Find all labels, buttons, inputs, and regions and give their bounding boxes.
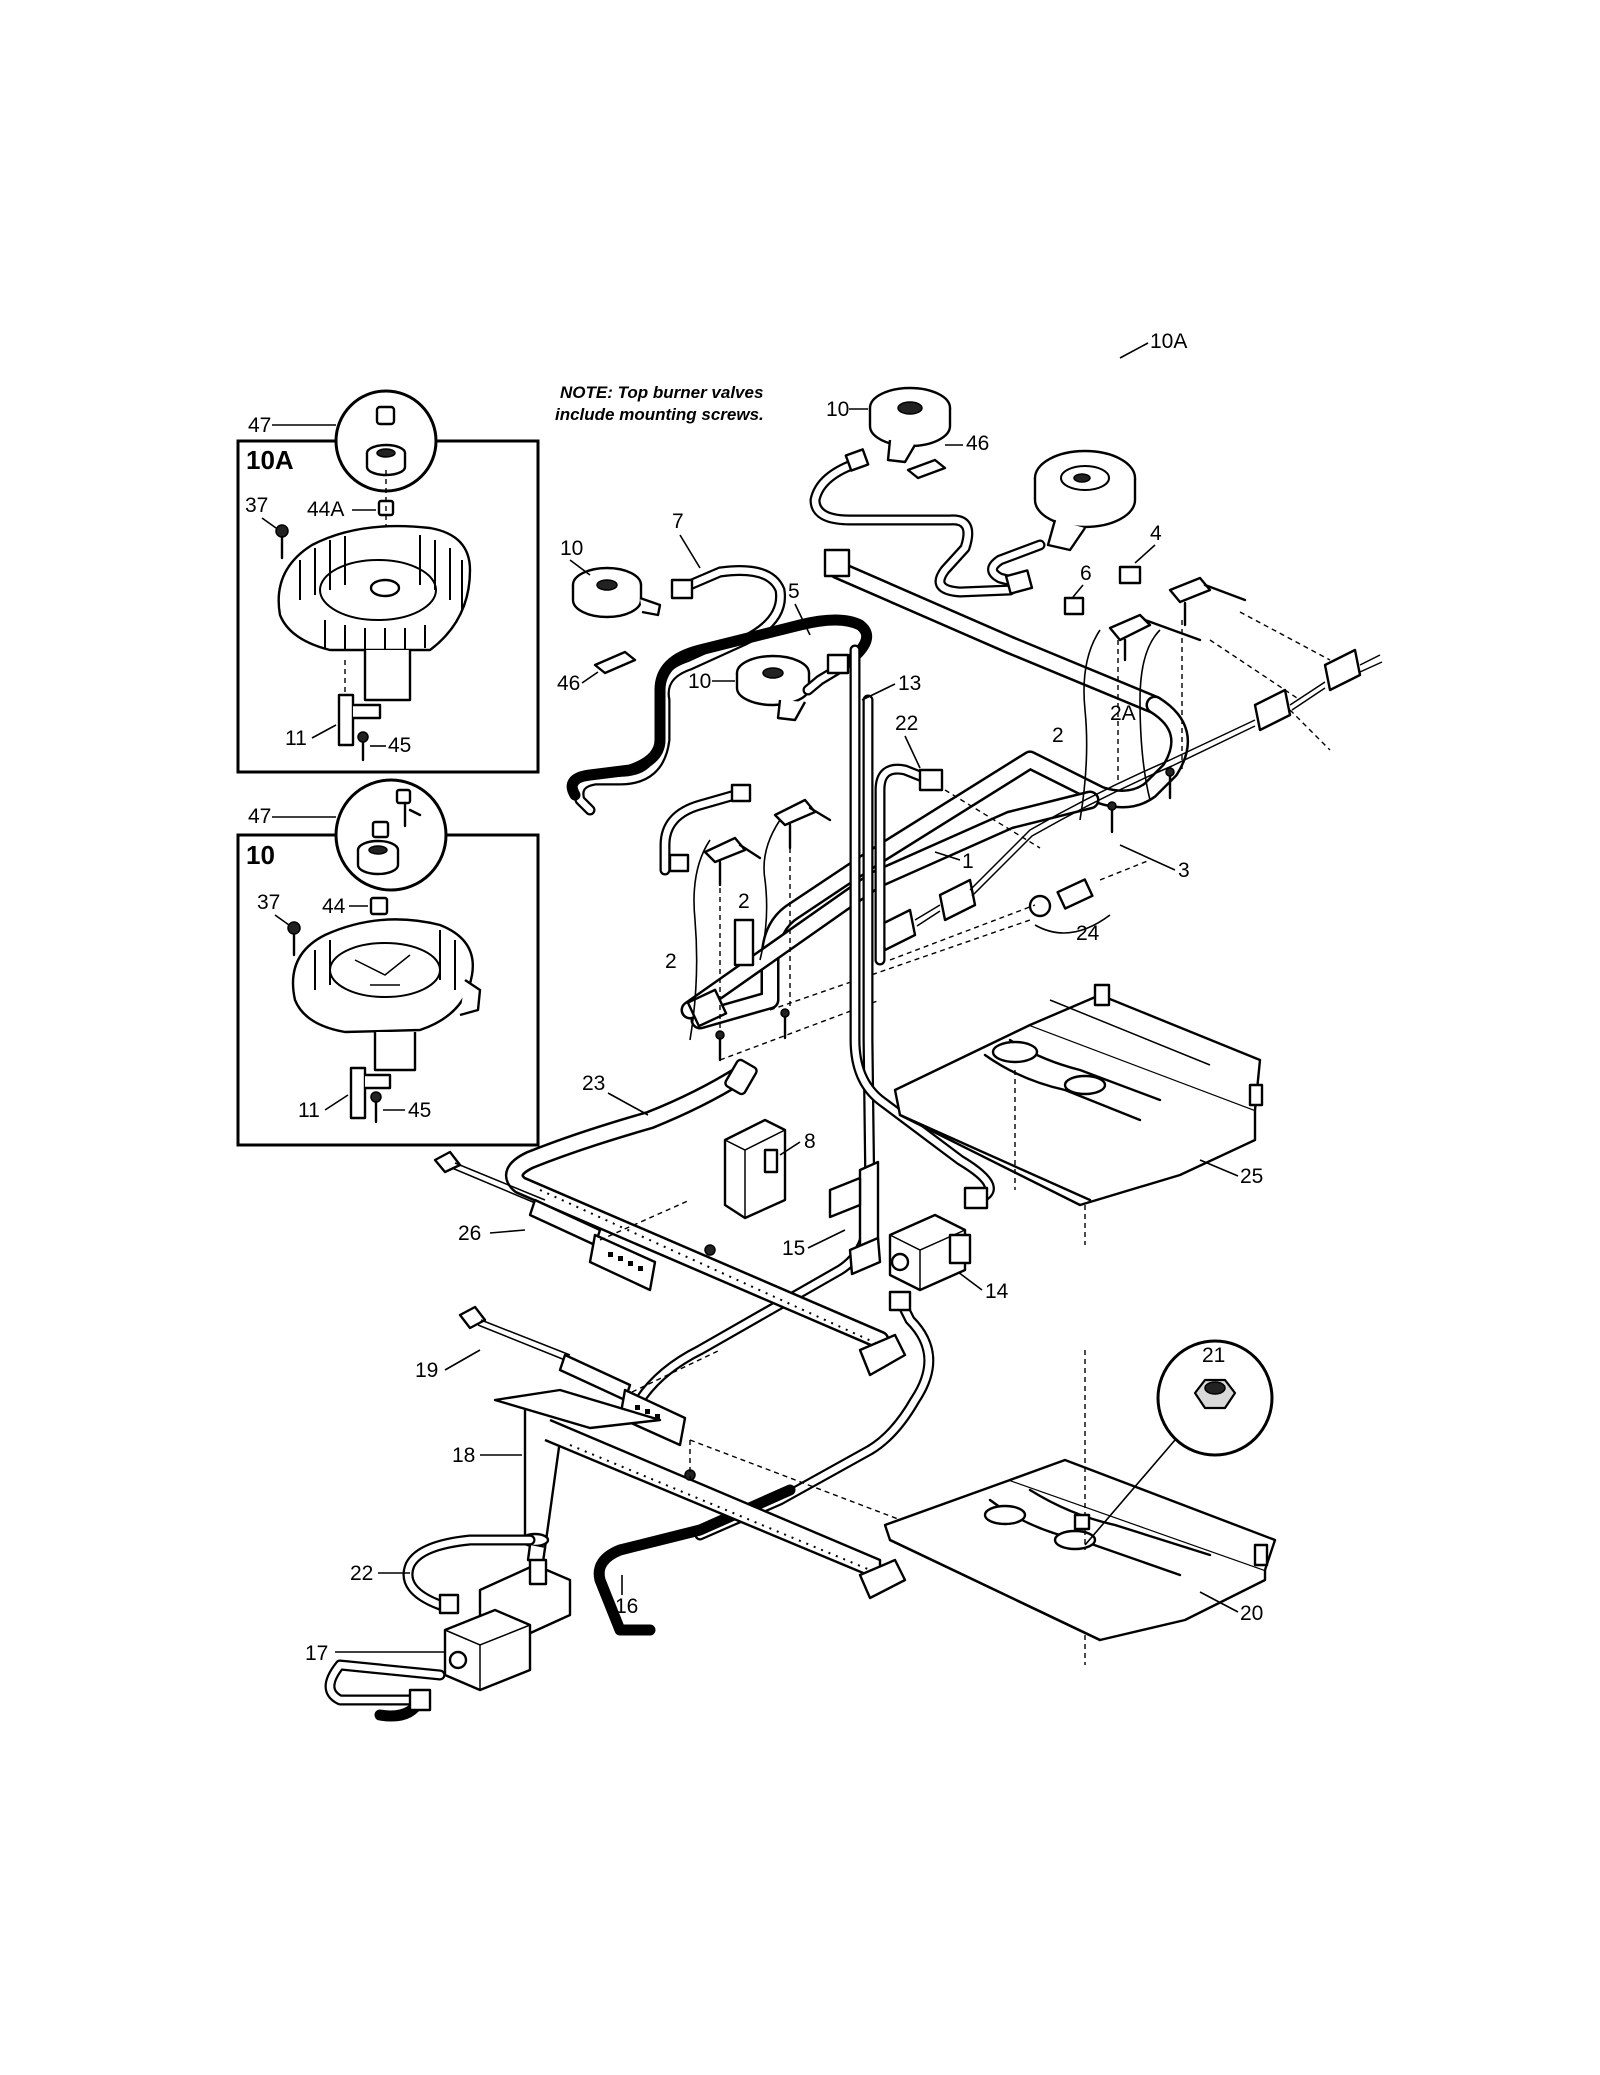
inset-10a-label-37: 37 <box>245 494 268 517</box>
label-10a: 10A <box>1150 330 1187 353</box>
label-26: 26 <box>458 1222 481 1245</box>
inset-10a-label-11: 11 <box>285 727 307 750</box>
label-23: 23 <box>582 1072 605 1095</box>
manifold-cap <box>823 548 851 578</box>
valves-left <box>703 798 832 887</box>
label-18: 18 <box>452 1444 475 1467</box>
burner-10a: 10A <box>1033 330 1187 552</box>
label-2-right: 2 <box>1052 724 1064 747</box>
inset-10a-label-47: 47 <box>248 414 271 437</box>
label-2-left: 2 <box>665 950 677 973</box>
broil-burner-18 <box>493 1388 907 1600</box>
burner-left-10: 10 <box>560 537 662 619</box>
label-25: 25 <box>1240 1165 1263 1188</box>
burner-mid-10: 10 <box>688 654 811 722</box>
valves-right <box>1108 576 1247 662</box>
label-17: 17 <box>305 1642 328 1665</box>
fitting-6 <box>1063 596 1085 616</box>
label-6: 6 <box>1080 562 1092 585</box>
inset-10a-label-45: 45 <box>388 734 411 757</box>
inset-10a-electrode <box>337 693 355 747</box>
label-2a: 2A <box>1110 702 1136 725</box>
label-13: 13 <box>898 672 921 695</box>
note-line-2: include mounting screws. <box>555 405 764 424</box>
label-1: 1 <box>962 850 974 873</box>
label-5: 5 <box>788 580 800 603</box>
label-8: 8 <box>804 1130 816 1153</box>
label-14: 14 <box>985 1280 1009 1303</box>
label-3: 3 <box>1178 859 1190 882</box>
label-10-top: 10 <box>826 398 849 421</box>
label-16: 16 <box>615 1595 638 1618</box>
spark-module-8 <box>723 1118 787 1220</box>
shield-25 <box>893 983 1264 1207</box>
label-2-mid: 2 <box>738 890 750 913</box>
inset-10-label-44: 44 <box>322 895 346 918</box>
orifice-24 <box>1028 859 1151 918</box>
label-46-top: 46 <box>966 432 989 455</box>
burner-top-10: 10 <box>826 386 952 464</box>
bracket-15 <box>828 1160 882 1276</box>
label-10-mid: 10 <box>688 670 711 693</box>
inset-10-label-37: 37 <box>257 891 280 914</box>
inset-10-detail-circle <box>334 778 448 892</box>
inset-10: 10 47 44 37 11 45 <box>236 778 540 1147</box>
shield-20 <box>883 1350 1277 1642</box>
inset-10a: 10A 47 44A 37 <box>236 389 540 774</box>
inset-10-burner-base <box>291 918 474 1034</box>
inset-10-label-11: 11 <box>298 1099 320 1122</box>
broil-valve-17 <box>438 1558 572 1692</box>
label-19: 19 <box>415 1359 438 1382</box>
label-4: 4 <box>1150 522 1162 545</box>
inset-10a-screw-head <box>375 405 396 426</box>
fitting-4 <box>1118 565 1142 585</box>
safety-valve-14 <box>888 1213 972 1292</box>
inset-10-electrode <box>349 1066 367 1120</box>
label-21: 21 <box>1202 1344 1225 1367</box>
nut-21-detail <box>1084 1339 1274 1546</box>
inset-10-title: 10 <box>246 840 275 870</box>
brace-2-right <box>1079 629 1101 821</box>
switch-harness-3 <box>878 648 1383 952</box>
inset-10a-label-44a: 44A <box>307 498 344 521</box>
label-24: 24 <box>1076 922 1100 945</box>
label-22-bottom: 22 <box>350 1562 373 1585</box>
note-line-1: NOTE: Top burner valves <box>560 383 763 402</box>
inset-10a-title: 10A <box>246 445 294 475</box>
inset-10-label-47: 47 <box>248 805 271 828</box>
label-10-left: 10 <box>560 537 583 560</box>
label-7: 7 <box>672 510 684 533</box>
label-46-left: 46 <box>557 672 580 695</box>
inset-10-label-45: 45 <box>408 1099 431 1122</box>
igniter-26 <box>433 1150 691 1292</box>
bracket-46-top: 46 <box>906 432 989 480</box>
label-22-top: 22 <box>895 712 918 735</box>
label-20: 20 <box>1240 1602 1263 1625</box>
label-15: 15 <box>782 1237 805 1260</box>
